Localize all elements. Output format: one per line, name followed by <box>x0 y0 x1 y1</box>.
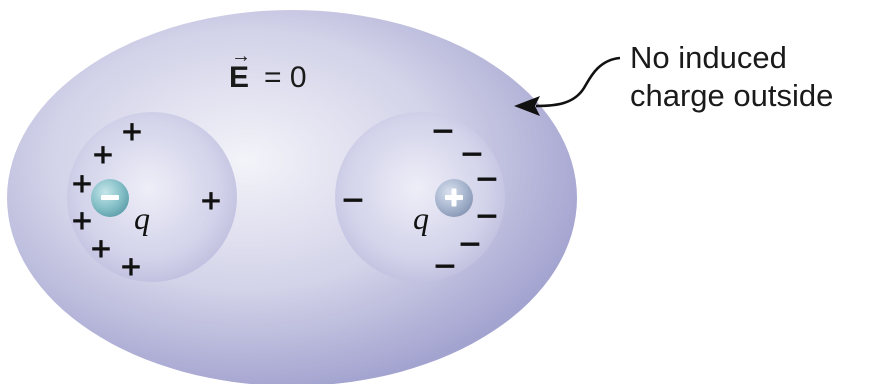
field-relation: = 0 <box>264 61 307 94</box>
left-induced-charge: + <box>91 138 114 171</box>
field-symbol: E <box>229 61 249 94</box>
right-induced-charge: − <box>340 183 365 218</box>
negative-charge-sign <box>101 195 119 200</box>
right-induced-charge: − <box>430 114 455 149</box>
right-induced-charge: − <box>474 162 499 197</box>
annotation-arrow-curve <box>536 58 620 106</box>
right-induced-charge: − <box>457 227 482 262</box>
left-induced-charge: + <box>119 250 142 283</box>
left-charge-label: q <box>134 200 150 236</box>
annotation: No induced charge outside <box>514 40 833 116</box>
left-induced-charge: + <box>199 184 222 217</box>
left-induced-charge: + <box>120 115 143 148</box>
right-induced-charge: − <box>432 249 457 284</box>
right-charge-label: q <box>413 200 429 236</box>
positive-charge-sign-v <box>452 189 457 207</box>
annotation-line2: charge outside <box>630 78 833 113</box>
annotation-line1: No induced <box>630 40 787 75</box>
left-induced-charge: + <box>89 232 112 265</box>
left-induced-charge: + <box>70 167 93 200</box>
